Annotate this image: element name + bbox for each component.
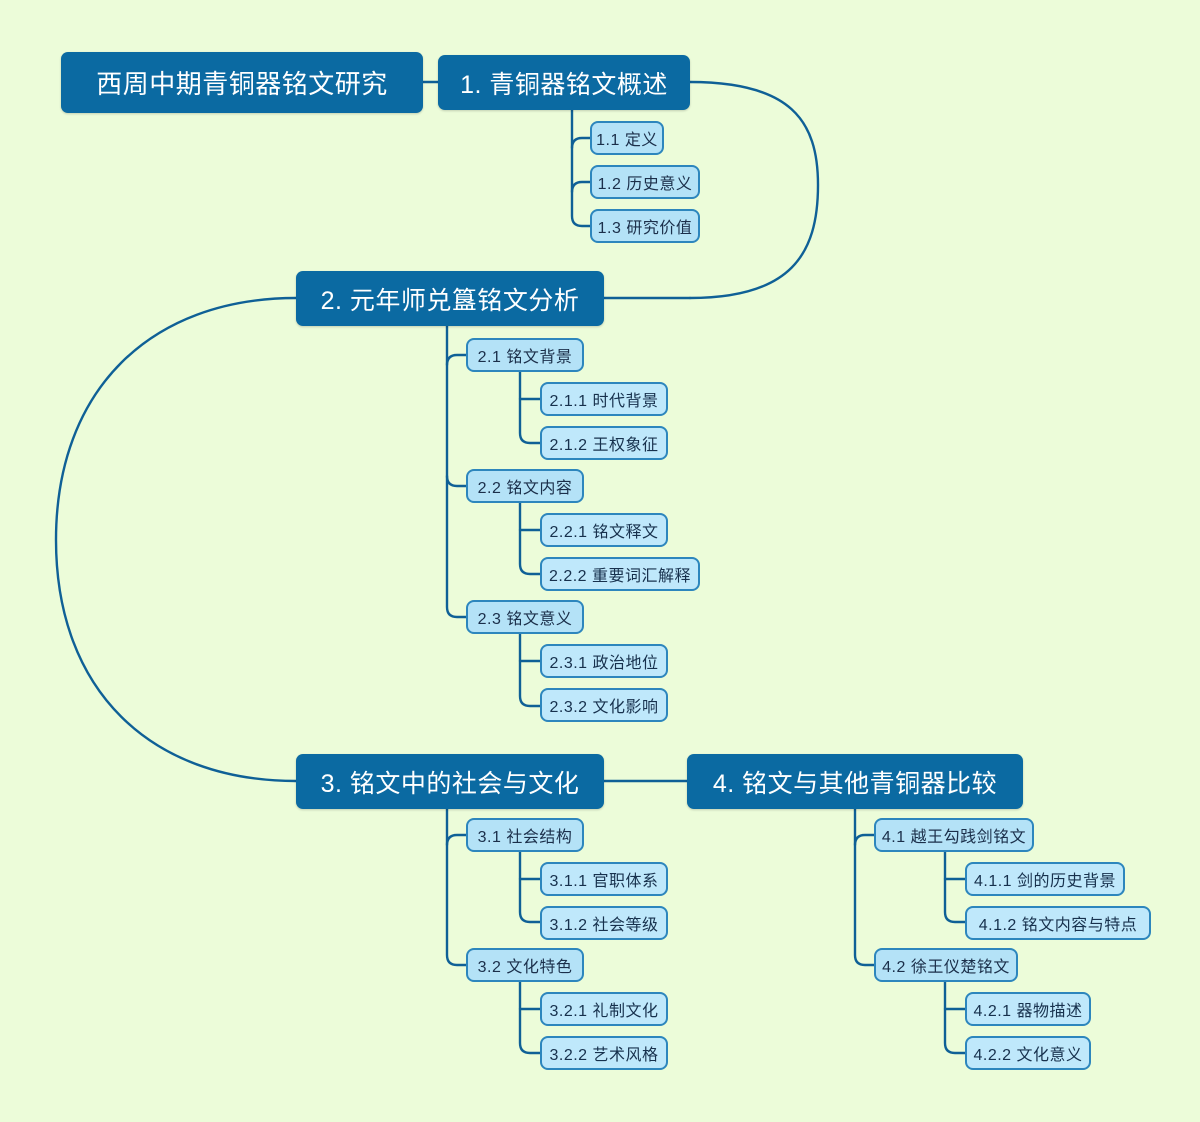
subnode-2-3-2[interactable]: 2.3.2 文化影响 xyxy=(540,688,668,722)
subnode-4-1-1[interactable]: 4.1.1 剑的历史背景 xyxy=(965,862,1125,896)
mindmap-root-node[interactable]: 西周中期青铜器铭文研究 xyxy=(61,52,423,113)
edge-b1-to-11 xyxy=(570,136,592,150)
subnode-3-2-2[interactable]: 3.2.2 艺术风格 xyxy=(540,1036,668,1070)
subnode-4-2-1[interactable]: 4.2.1 器物描述 xyxy=(965,992,1091,1026)
edge-23-trunk xyxy=(518,630,542,708)
subnode-4-1-2[interactable]: 4.1.2 铭文内容与特点 xyxy=(965,906,1151,940)
subnode-4-1[interactable]: 4.1 越王勾践剑铭文 xyxy=(874,818,1034,852)
edge-42-trunk xyxy=(943,978,967,1055)
edge-41-trunk xyxy=(943,848,967,924)
subnode-2-3-1[interactable]: 2.3.1 政治地位 xyxy=(540,644,668,678)
subnode-3-2-1[interactable]: 3.2.1 礼制文化 xyxy=(540,992,668,1026)
subnode-1-3[interactable]: 1.3 研究价值 xyxy=(590,209,700,243)
subnode-3-1[interactable]: 3.1 社会结构 xyxy=(466,818,584,852)
subnode-2-2-1[interactable]: 2.2.1 铭文释文 xyxy=(540,513,668,547)
subnode-2-2[interactable]: 2.2 铭文内容 xyxy=(466,469,584,503)
branch-node-3[interactable]: 3. 铭文中的社会与文化 xyxy=(296,754,604,809)
edge-31-trunk xyxy=(518,848,542,924)
subnode-2-1[interactable]: 2.1 铭文背景 xyxy=(466,338,584,372)
subnode-4-2-2[interactable]: 4.2.2 文化意义 xyxy=(965,1036,1091,1070)
edge-b3-trunk xyxy=(445,806,468,967)
edge-32-trunk xyxy=(518,978,542,1055)
subnode-2-1-2[interactable]: 2.1.2 王权象征 xyxy=(540,426,668,460)
branch-node-4[interactable]: 4. 铭文与其他青铜器比较 xyxy=(687,754,1023,809)
edge-22-trunk xyxy=(518,499,542,576)
edge-b1-trunk xyxy=(570,108,592,228)
subnode-3-2[interactable]: 3.2 文化特色 xyxy=(466,948,584,982)
subnode-2-3[interactable]: 2.3 铭文意义 xyxy=(466,600,584,634)
edge-b4-to-41 xyxy=(853,833,876,847)
edge-21-trunk xyxy=(518,368,542,445)
subnode-3-1-1[interactable]: 3.1.1 官职体系 xyxy=(540,862,668,896)
edge-b3-to-31 xyxy=(445,833,468,847)
edge-b1-to-12 xyxy=(570,180,592,194)
subnode-3-1-2[interactable]: 3.1.2 社会等级 xyxy=(540,906,668,940)
edge-b2-to-b3-loop xyxy=(54,296,298,783)
subnode-1-1[interactable]: 1.1 定义 xyxy=(590,121,664,155)
branch-node-1[interactable]: 1. 青铜器铭文概述 xyxy=(438,55,690,110)
subnode-4-2[interactable]: 4.2 徐王仪楚铭文 xyxy=(874,948,1018,982)
edge-b2-trunk xyxy=(445,323,468,619)
subnode-2-1-1[interactable]: 2.1.1 时代背景 xyxy=(540,382,668,416)
branch-node-2[interactable]: 2. 元年师兑簋铭文分析 xyxy=(296,271,604,326)
edge-b1-to-b2-loop xyxy=(688,80,820,300)
edge-b2-to-22 xyxy=(445,474,468,488)
edge-b2-to-21 xyxy=(445,353,468,367)
edge-b4-trunk xyxy=(853,806,876,967)
subnode-1-2[interactable]: 1.2 历史意义 xyxy=(590,165,700,199)
subnode-2-2-2[interactable]: 2.2.2 重要词汇解释 xyxy=(540,557,700,591)
